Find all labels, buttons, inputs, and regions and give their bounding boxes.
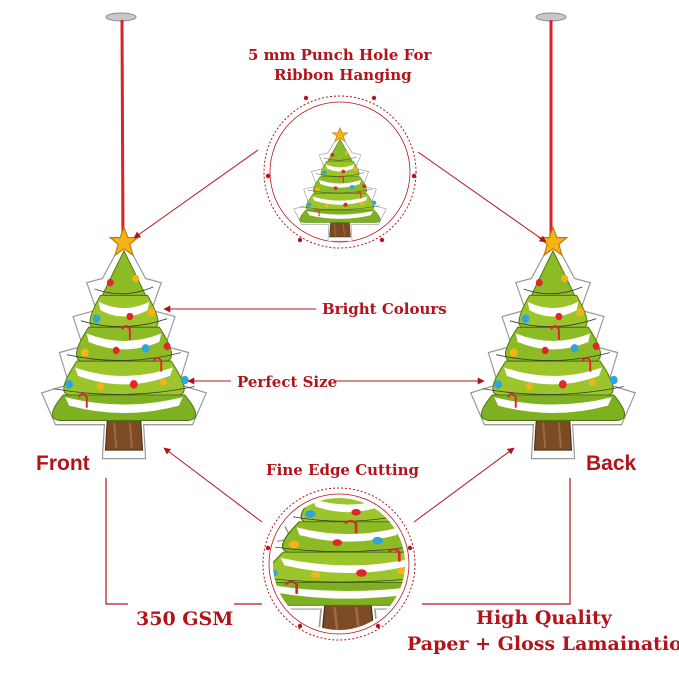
label-punch-hole-line2: Ribbon Hanging [274, 66, 412, 84]
bracket-front [105, 478, 128, 605]
zoom-circle-bottom [262, 487, 416, 641]
label-bright-colours: Bright Colours [322, 300, 447, 318]
label-perfect-size: Perfect Size [237, 373, 338, 391]
label-lamination: Paper + Gloss Lamaination [407, 633, 679, 655]
tree-zoom-top [294, 128, 386, 241]
label-high-quality: High Quality [476, 607, 612, 629]
label-front: Front [36, 452, 90, 475]
arrow-to-back-hook [417, 151, 547, 243]
label-gsm: 350 GSM [136, 608, 234, 630]
ornament-tree-back [471, 228, 636, 459]
label-punch-hole-line1: 5 mm Punch Hole For [248, 46, 432, 64]
ornament-tree-front [42, 228, 207, 459]
arrow-fine-edge-right [413, 447, 515, 523]
arrow-to-front-hook [133, 149, 259, 239]
zoom-circle-top [263, 95, 417, 249]
label-back: Back [586, 452, 637, 475]
ribbon-left [120, 19, 125, 243]
arrow-fine-edge-left [163, 447, 263, 523]
bracket-back [422, 478, 571, 605]
label-fine-edge: Fine Edge Cutting [266, 461, 419, 479]
ceiling-hook-icon [105, 12, 567, 22]
